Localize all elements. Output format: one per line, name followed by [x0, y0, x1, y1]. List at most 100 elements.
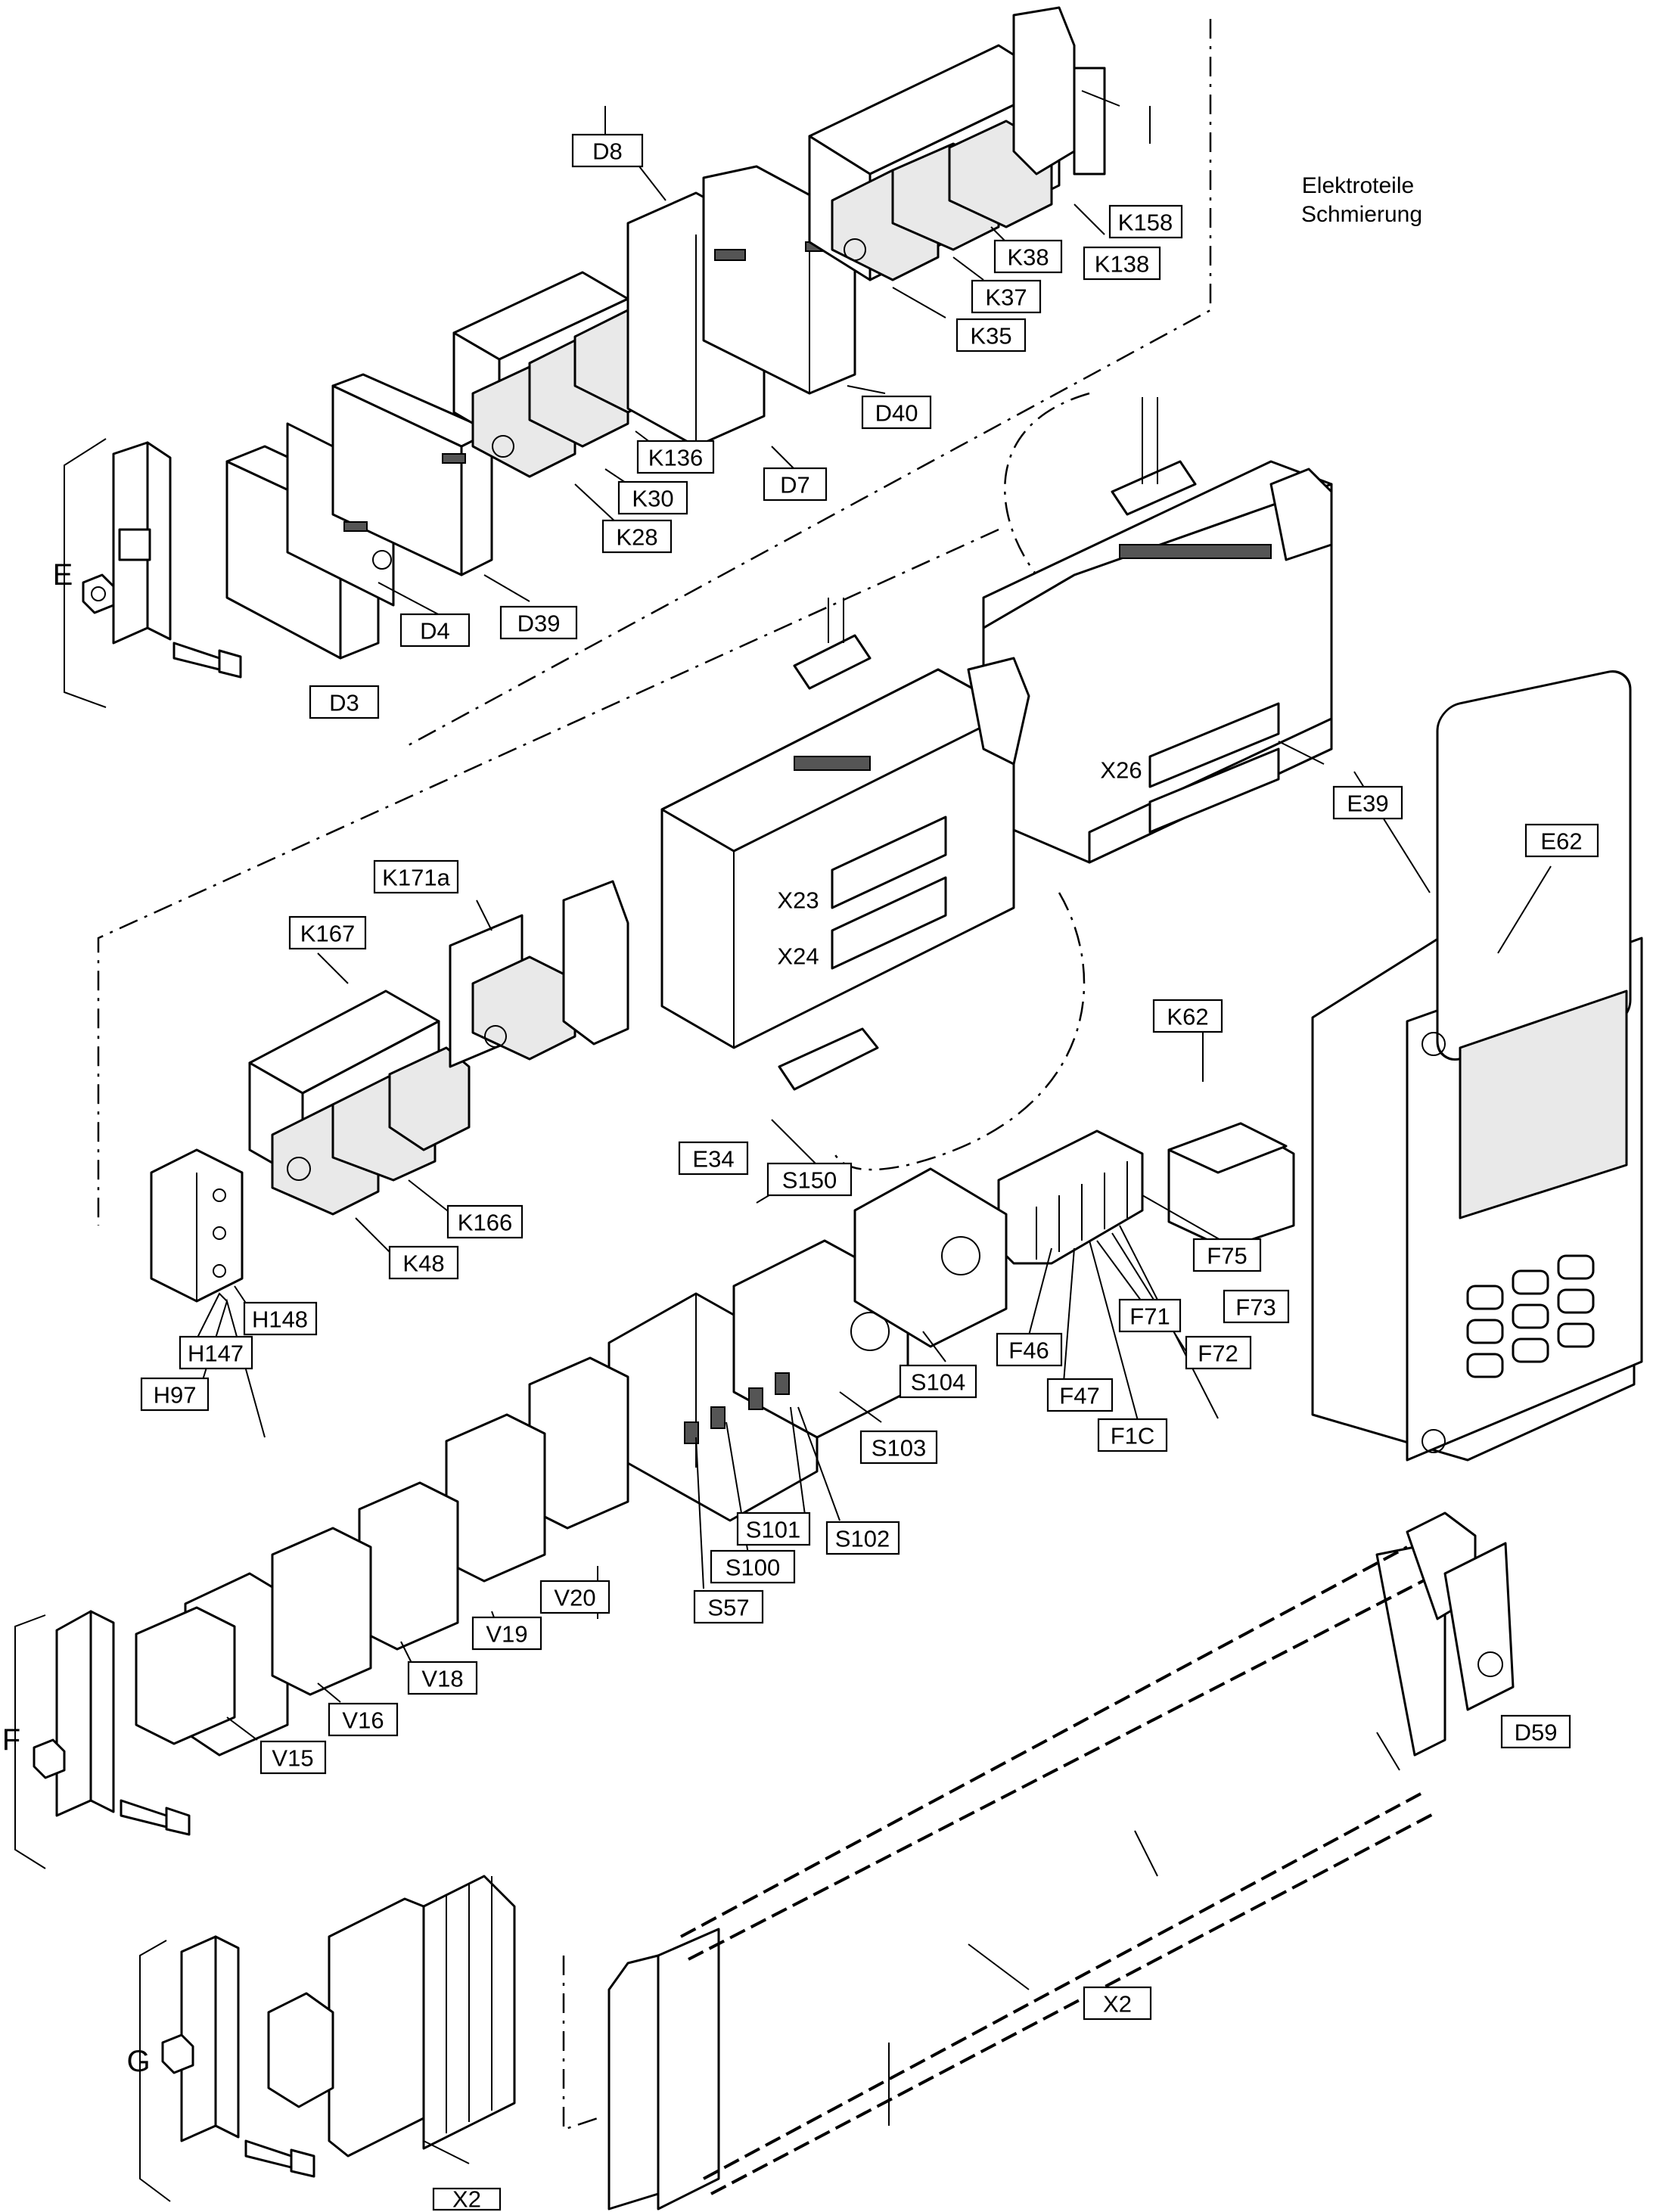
part-label: K167 — [288, 915, 367, 950]
svg-text:K62: K62 — [1167, 1004, 1208, 1030]
note-line-1: Elektroteile — [1302, 173, 1414, 198]
svg-text:K136: K136 — [648, 445, 703, 471]
part-label: K30 — [617, 480, 688, 515]
part-label: K62 — [1152, 999, 1223, 1033]
relay-group-d — [225, 373, 493, 660]
part-label: D7 — [763, 467, 828, 502]
part-label: E62 — [1524, 823, 1599, 858]
part-label: S100 — [710, 1549, 796, 1584]
terminal-rail-x2 — [607, 1511, 1515, 2210]
svg-text:F1C: F1C — [1111, 1423, 1155, 1449]
part-label: K158 — [1108, 204, 1183, 239]
part-labels: D8 K158 K38 K138 K37 K35 D40 K136 K30 D7… — [140, 133, 1599, 2212]
svg-text:S57: S57 — [707, 1595, 749, 1621]
part-label: V16 — [328, 1702, 399, 1737]
part-label: D40 — [861, 395, 932, 430]
svg-text:V18: V18 — [421, 1666, 463, 1692]
svg-text:K30: K30 — [632, 486, 673, 512]
part-label: X2 — [1083, 1986, 1152, 2021]
nut-icon — [33, 1738, 66, 1779]
svg-text:K158: K158 — [1118, 210, 1173, 236]
bracket-f — [14, 1610, 191, 1869]
svg-text:F75: F75 — [1207, 1243, 1247, 1269]
terminal-block-g — [267, 1875, 516, 2158]
svg-text:S100: S100 — [726, 1555, 780, 1581]
svg-text:K138: K138 — [1095, 251, 1149, 278]
part-label: D4 — [399, 613, 471, 648]
part-label: F75 — [1192, 1238, 1262, 1272]
svg-text:D3: D3 — [329, 690, 359, 716]
part-label: H147 — [179, 1335, 253, 1370]
part-label: X26 — [1100, 757, 1142, 784]
svg-text:K37: K37 — [985, 284, 1027, 311]
svg-text:E34: E34 — [692, 1146, 734, 1173]
part-label: F1C — [1097, 1418, 1168, 1452]
part-label: E34 — [678, 1141, 749, 1176]
svg-text:K48: K48 — [402, 1250, 444, 1277]
svg-text:D8: D8 — [592, 138, 623, 165]
part-label: F71 — [1118, 1298, 1182, 1333]
part-label: K38 — [993, 239, 1063, 274]
part-label: H97 — [140, 1377, 210, 1412]
part-label: V18 — [407, 1661, 478, 1695]
svg-text:D39: D39 — [517, 610, 561, 637]
part-label: D59 — [1500, 1714, 1571, 1749]
group-label-f: F — [2, 1723, 20, 1757]
svg-text:K171a: K171a — [382, 865, 450, 891]
bracket-g — [139, 1935, 315, 2202]
svg-text:V16: V16 — [342, 1707, 384, 1734]
part-label: S104 — [899, 1364, 977, 1399]
nut-icon — [82, 573, 115, 614]
part-label: K48 — [388, 1245, 459, 1280]
part-label: X2 — [432, 2186, 502, 2212]
part-label: K28 — [601, 519, 673, 554]
fuse-block-f — [997, 1129, 1144, 1265]
part-label: K37 — [971, 279, 1042, 314]
svg-text:D40: D40 — [875, 400, 918, 427]
part-label: F72 — [1185, 1335, 1252, 1370]
svg-text:S104: S104 — [911, 1369, 965, 1396]
bracket-e — [64, 438, 242, 708]
svg-text:S150: S150 — [782, 1167, 837, 1194]
svg-text:D59: D59 — [1515, 1720, 1558, 1746]
keypad — [1466, 1254, 1595, 1378]
svg-text:H147: H147 — [188, 1341, 244, 1367]
svg-text:X2: X2 — [1103, 1991, 1132, 2018]
operating-panel-e62 — [1311, 670, 1643, 1462]
part-label: S103 — [859, 1430, 938, 1465]
svg-text:H148: H148 — [252, 1306, 308, 1333]
part-label: S57 — [693, 1589, 764, 1624]
svg-text:V19: V19 — [486, 1621, 527, 1648]
part-label: S102 — [825, 1521, 900, 1555]
part-label: S150 — [766, 1162, 853, 1197]
part-label: K166 — [446, 1204, 524, 1239]
controller-box-e34 — [660, 598, 1030, 1091]
part-label: K138 — [1083, 246, 1161, 281]
note-line-2: Schmierung — [1301, 202, 1422, 227]
svg-text:K35: K35 — [970, 323, 1011, 350]
svg-text:S101: S101 — [746, 1517, 800, 1543]
svg-text:E62: E62 — [1540, 828, 1582, 855]
svg-text:D4: D4 — [420, 618, 450, 645]
svg-text:S103: S103 — [872, 1435, 926, 1462]
part-label: X23 — [777, 887, 819, 914]
boundary-lines — [97, 19, 1212, 2131]
svg-text:V20: V20 — [554, 1585, 595, 1611]
switch-group-s — [607, 1167, 1008, 1522]
relay-group-k35 — [808, 6, 1106, 281]
svg-text:S102: S102 — [835, 1526, 890, 1552]
svg-text:H97: H97 — [154, 1382, 197, 1409]
part-label: K136 — [636, 440, 715, 474]
relay-k62 — [1167, 1122, 1295, 1250]
svg-text:X2: X2 — [452, 2186, 481, 2212]
part-label: H148 — [243, 1301, 318, 1336]
svg-text:K166: K166 — [458, 1210, 512, 1236]
svg-text:F72: F72 — [1198, 1341, 1238, 1367]
part-label: K171a — [373, 859, 459, 894]
part-label: X24 — [777, 943, 819, 970]
svg-text:V15: V15 — [272, 1745, 313, 1772]
group-label-e: E — [53, 558, 73, 592]
svg-text:F47: F47 — [1059, 1383, 1099, 1409]
relay-group-k167 — [248, 880, 629, 1216]
part-label: V15 — [259, 1740, 327, 1775]
